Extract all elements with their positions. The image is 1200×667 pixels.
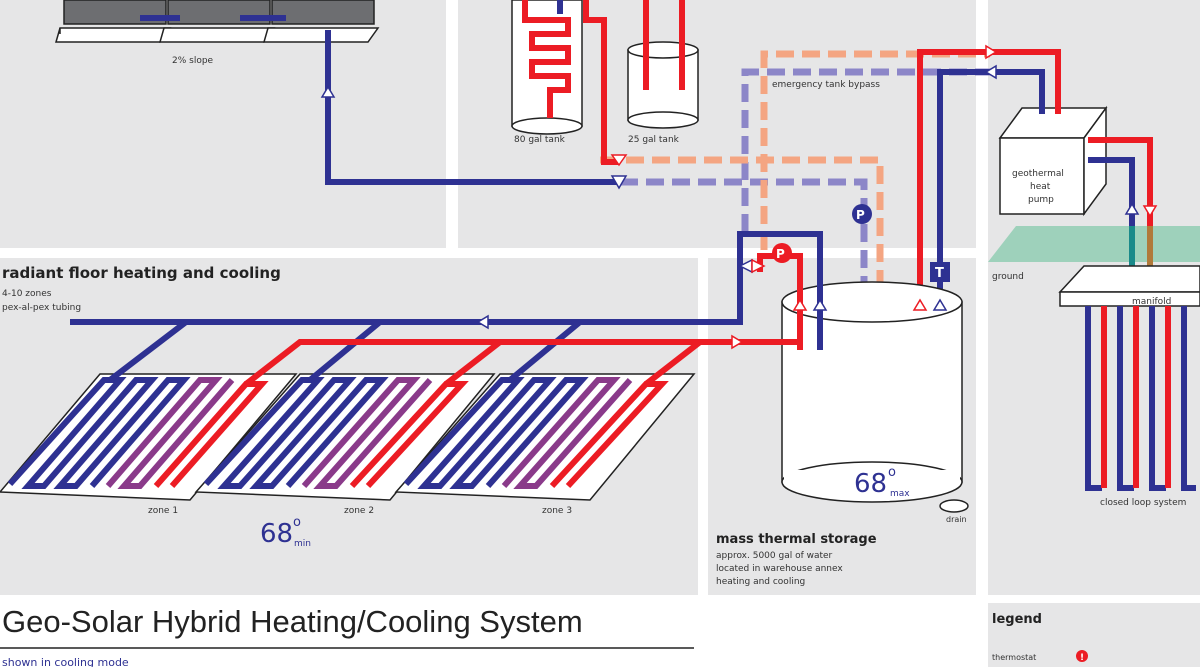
panel-legend: [988, 603, 1200, 667]
solar-collector-2: [159, 27, 276, 43]
radiant-heading: radiant floor heating and cooling: [2, 264, 281, 282]
page-subtitle: shown in cooling mode: [2, 656, 129, 667]
pump-symbol-label: P: [776, 247, 785, 261]
zone-3-label: zone 3: [542, 506, 572, 516]
closed-loop-label: closed loop system: [1100, 498, 1186, 508]
radiant-note-1: 4-10 zones: [2, 289, 52, 299]
radiant-temp-sub: min: [294, 539, 311, 549]
solar-bypass-line: [600, 156, 884, 325]
thermostat-symbol: T: [930, 262, 950, 282]
radiant-zone-2: [194, 373, 496, 501]
storage-note-1: approx. 5000 gal of water: [716, 551, 833, 561]
storage-note-3: heating and cooling: [716, 577, 805, 587]
tank-25-gal: [627, 0, 699, 129]
heat-pump-label-1: geothermal: [1012, 169, 1064, 179]
radiant-temp-value: 68: [260, 519, 293, 549]
flow-arrow-up: [320, 85, 336, 98]
pump-symbol-red: P: [772, 243, 792, 263]
radiant-note-2: pex-al-pex tubing: [2, 303, 81, 313]
storage-note-2: located in warehouse annex: [716, 564, 843, 574]
solar-collector-1: [55, 27, 172, 43]
pump-symbol-label-2: P: [856, 208, 865, 222]
tank-25-label: 25 gal tank: [628, 135, 680, 145]
tank-80-label: 80 gal tank: [514, 135, 566, 145]
storage-temp-degree: o: [888, 465, 896, 480]
pump-symbol-blue: P: [852, 204, 872, 224]
radiant-zone-3: [394, 373, 696, 501]
heat-pump-label-3: pump: [1028, 195, 1054, 205]
tank-80-gal: [511, 0, 583, 135]
tank-bypass-line: [620, 178, 868, 325]
heat-pump-label-2: heat: [1030, 182, 1051, 192]
zone-1-label: zone 1: [148, 506, 178, 516]
manifold-label: manifold: [1132, 297, 1171, 307]
manifold: [1058, 265, 1200, 307]
closed-loop-tubes: [1085, 306, 1196, 491]
drain-label: drain: [946, 515, 967, 524]
page-title: Geo-Solar Hybrid Heating/Cooling System: [2, 604, 583, 639]
zone-2-label: zone 2: [344, 506, 374, 516]
ground-label: ground: [992, 272, 1024, 282]
radiant-temp-degree: o: [293, 515, 301, 530]
storage-tank: [781, 281, 969, 513]
storage-temp-sub: max: [890, 489, 910, 499]
bypass-label: emergency tank bypass: [772, 80, 880, 90]
storage-supply-line: [744, 253, 803, 345]
legend-thermostat-symbol: !: [1080, 653, 1084, 663]
solar-return-line: [325, 30, 620, 185]
legend-heading: legend: [992, 612, 1042, 627]
thermostat-symbol-label: T: [935, 266, 944, 281]
storage-temp-value: 68: [854, 469, 887, 499]
flow-arrow-right: [985, 44, 998, 60]
legend-thermostat-label: thermostat: [992, 653, 1036, 662]
legend-thermostat-icon: !: [1076, 650, 1088, 663]
dhw-supply-line: [583, 0, 620, 165]
zone-distribution-pipes: [108, 319, 744, 387]
radiant-zone-1: [0, 373, 298, 501]
storage-return-line: [70, 231, 823, 325]
slope-label: 2% slope: [172, 56, 214, 66]
solar-collector-3: [263, 27, 380, 43]
bypass-lines: [600, 50, 1000, 325]
storage-heading: mass thermal storage: [716, 532, 877, 547]
ground-plane: [988, 226, 1200, 262]
